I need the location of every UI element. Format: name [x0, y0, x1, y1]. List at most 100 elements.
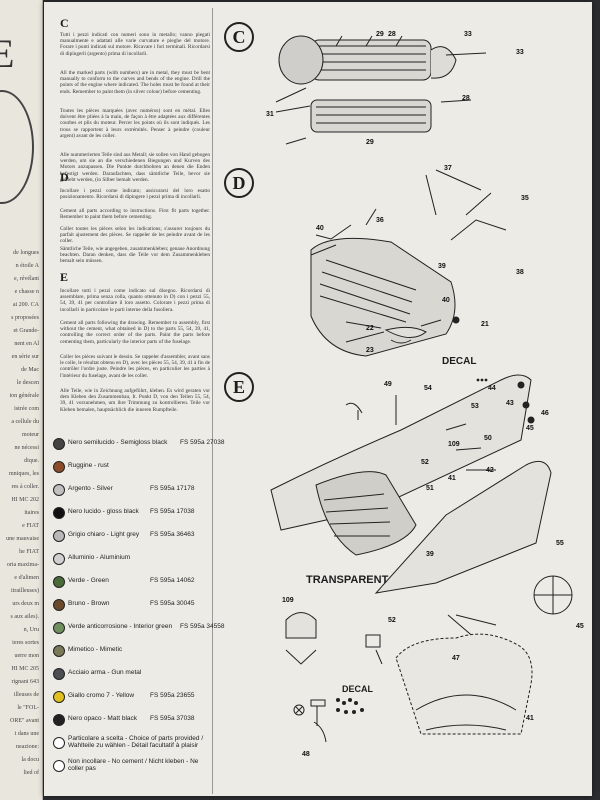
part-number-label: 36: [376, 217, 384, 224]
part-number-label: 53: [471, 403, 479, 410]
left-page-fragment: la docu: [21, 757, 40, 763]
part-number-label: 51: [426, 485, 434, 492]
step-e-badge: E: [224, 372, 254, 402]
section-letter-e: E: [60, 270, 69, 284]
section-e-para-de: Alle Teile, wie in Zeichnung aufgeführt,…: [60, 388, 210, 413]
legend-row: Alluminio - Aluminium: [50, 551, 218, 569]
instruction-page: C Tutti i pezzi indicati con numeri sono…: [44, 2, 592, 796]
no-cement-icon: [53, 760, 65, 772]
left-page-fragment: res à coller.: [11, 484, 40, 490]
engine-drawing-c: [275, 35, 487, 145]
legend-name: Nero semilucido - Semigloss black: [68, 439, 168, 446]
left-page-fragment: de Mac: [21, 367, 39, 373]
legend-name: Argento - Silver: [68, 485, 113, 492]
decal-marks: [336, 378, 488, 714]
part-number-label: 45: [526, 425, 534, 432]
part-number-label: 23: [366, 347, 374, 354]
text-column: C Tutti i pezzi indicati con numeri sono…: [50, 8, 224, 794]
part-number-label: 22: [366, 325, 374, 332]
part-number-label: 46: [541, 410, 549, 417]
legend-name: Alluminio - Aluminium: [68, 554, 131, 561]
legend-row: Mimetico - Mimetic: [50, 643, 218, 661]
legend-name: Particolare a scelta - Choice of parts p…: [68, 735, 204, 749]
part-number-label: 40: [316, 225, 324, 232]
section-d-para-fr: Coller toutes les pièces selon les indic…: [60, 226, 210, 245]
part-number-label: 28: [388, 31, 396, 38]
left-page-fragment: a cellule du: [11, 419, 39, 425]
legend-row: Verde anticorrosione - Interior green FS …: [50, 620, 224, 638]
legend-name: Acciaio arma - Gun metal: [68, 669, 142, 676]
left-page-fragment: istrée com: [14, 406, 39, 412]
legend-name: Verde - Green: [68, 577, 109, 584]
left-page-fragment: t dans une: [14, 731, 39, 737]
part-number-label: 42: [486, 467, 494, 474]
brown-icon: [53, 599, 65, 611]
left-page-fragment: ieres sortes: [12, 640, 39, 646]
left-page-fragment: s aux ailes).: [10, 614, 40, 620]
left-page-fragment: en série sur: [11, 354, 39, 360]
legend-name: Verde anticorrosione - Interior green: [68, 623, 173, 630]
legend-code: FS 595a 34558: [180, 623, 225, 630]
left-page-fragment: oria maxima-: [6, 562, 39, 568]
legend-row: Acciaio arma - Gun metal: [50, 666, 218, 684]
engine-drawing-d: [310, 169, 507, 357]
part-number-label: 109: [448, 441, 460, 448]
left-page-fragment: mniques, les: [9, 471, 39, 477]
left-page-fragment: moteur: [22, 432, 39, 438]
rust-icon: [53, 461, 65, 473]
part-number-label: 48: [302, 751, 310, 758]
interior-green-icon: [53, 622, 65, 634]
part-number-label: 109: [282, 597, 294, 604]
step-c-badge: C: [224, 22, 254, 52]
left-page-fragment: nent en Al: [14, 341, 39, 347]
left-page-fragment: ne nécessi: [14, 445, 40, 451]
section-e-para-it: Incollare tutti i pezzi come indicato su…: [60, 288, 210, 313]
gun-metal-icon: [53, 668, 65, 680]
section-d-para-en: Cement all parts according to instructio…: [60, 208, 210, 221]
section-letter-d: D: [60, 170, 69, 184]
part-number-label: 41: [526, 715, 534, 722]
left-page-fragment: HI MC 205: [11, 666, 39, 672]
section-c-para-it: Tutti i pezzi indicati con numeri sono i…: [60, 32, 210, 57]
silver-icon: [53, 484, 65, 496]
part-number-label: 28: [462, 95, 470, 102]
decal-label-bottom: DECAL: [342, 684, 373, 694]
left-page-fragment: ORE" avant: [10, 718, 39, 724]
left-page-fragment: he FIAT: [19, 549, 39, 555]
left-page-fragment: n étoile A: [15, 263, 39, 269]
left-page-fragment: e chasse n: [14, 289, 39, 295]
left-page-fragment: dique.: [24, 458, 39, 464]
part-number-label: 38: [516, 269, 524, 276]
legend-code: FS 595a 27038: [180, 439, 225, 446]
left-page-fragment: et Grande-: [13, 328, 40, 334]
legend-row: Bruno - Brown FS 595a 30045: [50, 597, 218, 615]
legend-row: Non incollare - No cement / Nicht kleben…: [50, 758, 218, 776]
left-page-fragment: e, révélant: [14, 276, 39, 282]
legend-name: Bruno - Brown: [68, 600, 110, 607]
legend-row: Ruggine - rust: [50, 459, 218, 477]
mimetic-icon: [53, 645, 65, 657]
green-icon: [53, 576, 65, 588]
legend-code: FS 595a 17178: [150, 485, 195, 492]
part-number-label: 54: [424, 385, 432, 392]
legend-row: Particolare a scelta - Choice of parts p…: [50, 735, 218, 753]
section-letter-c: C: [60, 16, 69, 30]
section-d-para-it: Incollare i pezzi come indicato; assicur…: [60, 188, 210, 201]
legend-name: Nero opaco - Matt black: [68, 715, 138, 722]
legend-name: Nero lucido - gloss black: [68, 508, 139, 515]
yellow-icon: [53, 691, 65, 703]
legend-code: FS 595a 30045: [150, 600, 195, 607]
legend-code: FS 595a 23655: [150, 692, 195, 699]
left-page-fragment: lied of: [23, 770, 40, 776]
aluminium-icon: [53, 553, 65, 565]
part-number-label: 39: [438, 263, 446, 270]
transparent-label: TRANSPARENT: [306, 574, 389, 586]
section-c-para-de: Alle nummerierten Teile sind aus Metall;…: [60, 152, 210, 183]
part-number-label: 33: [464, 31, 472, 38]
legend-row: Argento - Silver FS 595a 17178: [50, 482, 218, 500]
legend-name: Giallo cromo 7 - Yellow: [68, 692, 135, 699]
